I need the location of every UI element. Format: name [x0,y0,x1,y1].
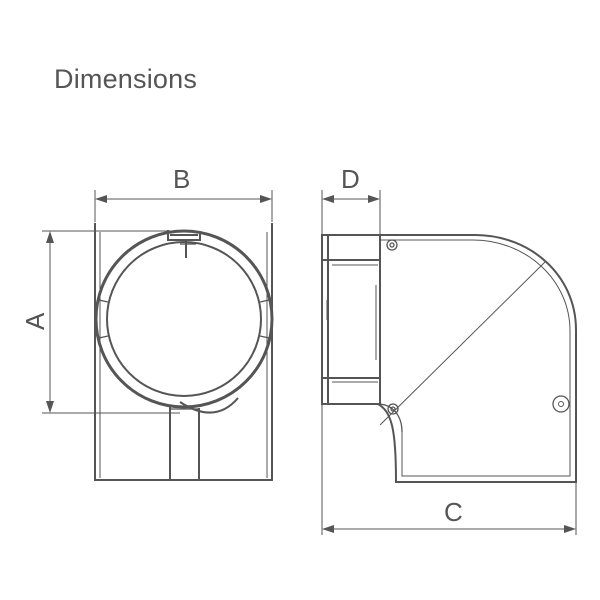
label-a: A [20,312,50,330]
dimensions-title: Dimensions [54,64,198,94]
front-outer-ring [94,229,274,409]
front-top-clip [167,230,201,258]
label-c: C [444,497,463,527]
front-bottom-hook [179,397,239,414]
side-outer-outline [321,234,577,483]
front-view [94,223,274,481]
front-ring-notches [98,299,270,339]
label-b: B [173,164,190,194]
side-collar [322,235,381,404]
side-diagonal [379,261,546,426]
dimension-b [94,190,273,222]
label-d: D [341,164,360,194]
front-body-outline [94,223,273,481]
front-inner-ring [106,241,262,397]
front-bottom-tab [169,405,200,480]
side-inner-corner [377,403,403,433]
dimension-c [321,405,577,535]
side-view [321,234,577,483]
front-inner-rim [99,232,268,478]
dimension-d [321,190,381,234]
side-inner-outline [380,239,571,477]
side-collar-detail [326,264,378,383]
side-screw-right [552,395,570,413]
dimension-a [42,230,180,414]
